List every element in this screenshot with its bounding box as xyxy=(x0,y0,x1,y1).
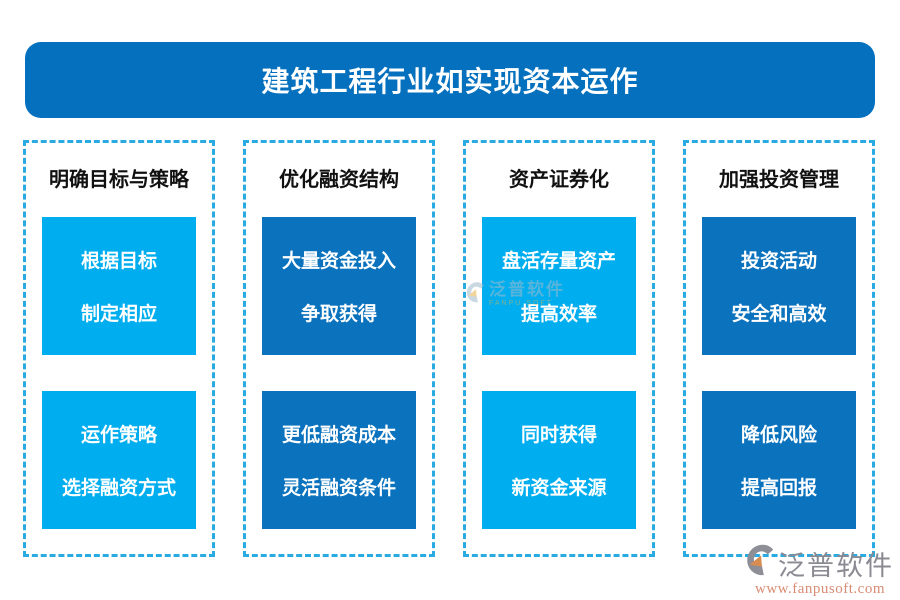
box-line: 降低风险 xyxy=(740,425,817,446)
info-box: 盘活存量资产 提高效率 xyxy=(482,217,636,355)
column-investment-management: 加强投资管理 投资活动 安全和高效 降低风险 提高回报 xyxy=(683,140,875,557)
info-box: 根据目标 制定相应 xyxy=(42,217,196,355)
brand-url: www.fanpusoft.com xyxy=(754,581,885,597)
box-line: 提高回报 xyxy=(740,478,817,499)
box-line: 争取获得 xyxy=(300,304,377,325)
column-goals-strategy: 明确目标与策略 根据目标 制定相应 运作策略 选择融资方式 xyxy=(23,140,215,557)
column-financing-structure: 优化融资结构 大量资金投入 争取获得 更低融资成本 灵活融资条件 xyxy=(243,140,435,557)
box-line: 投资活动 xyxy=(740,251,817,272)
box-line: 制定相应 xyxy=(80,304,157,325)
watermark-name: 泛普软件 xyxy=(489,280,565,299)
info-box: 运作策略 选择融资方式 xyxy=(42,391,196,529)
box-line: 盘活存量资产 xyxy=(501,251,616,272)
info-box: 大量资金投入 争取获得 xyxy=(262,217,416,355)
column-heading: 明确目标与策略 xyxy=(49,169,189,191)
box-line: 大量资金投入 xyxy=(281,251,396,272)
info-box: 降低风险 提高回报 xyxy=(702,391,856,529)
fanpu-brand: 泛普软件 www.fanpusoft.com xyxy=(746,543,894,598)
box-line: 灵活融资条件 xyxy=(281,478,396,499)
box-line: 安全和高效 xyxy=(731,304,827,325)
info-box: 投资活动 安全和高效 xyxy=(702,217,856,355)
watermark-subtext: FANPU SOFT xyxy=(489,300,553,307)
columns-container: 明确目标与策略 根据目标 制定相应 运作策略 选择融资方式 优化融资结构 大量资… xyxy=(23,140,875,557)
column-heading: 加强投资管理 xyxy=(719,169,839,191)
column-heading: 优化融资结构 xyxy=(279,169,399,191)
info-box: 更低融资成本 灵活融资条件 xyxy=(262,391,416,529)
box-line: 提高效率 xyxy=(520,304,597,325)
brand-name: 泛普软件 xyxy=(778,551,894,581)
column-heading: 资产证券化 xyxy=(509,169,609,191)
fanpu-logo-icon xyxy=(466,281,486,310)
box-line: 更低融资成本 xyxy=(281,425,396,446)
fanpu-watermark: 泛普软件 FANPU SOFT xyxy=(466,281,565,310)
box-line: 新资金来源 xyxy=(511,478,607,499)
column-asset-securitization: 资产证券化 盘活存量资产 提高效率 同时获得 新资金来源 xyxy=(463,140,655,557)
box-line: 同时获得 xyxy=(520,425,597,446)
box-line: 运作策略 xyxy=(80,425,157,446)
info-box: 同时获得 新资金来源 xyxy=(482,391,636,529)
box-line: 根据目标 xyxy=(80,251,157,272)
page-title: 建筑工程行业如实现资本运作 xyxy=(261,66,639,97)
title-banner: 建筑工程行业如实现资本运作 xyxy=(25,42,875,118)
box-line: 选择融资方式 xyxy=(61,478,176,499)
fanpu-logo-icon xyxy=(746,543,776,584)
